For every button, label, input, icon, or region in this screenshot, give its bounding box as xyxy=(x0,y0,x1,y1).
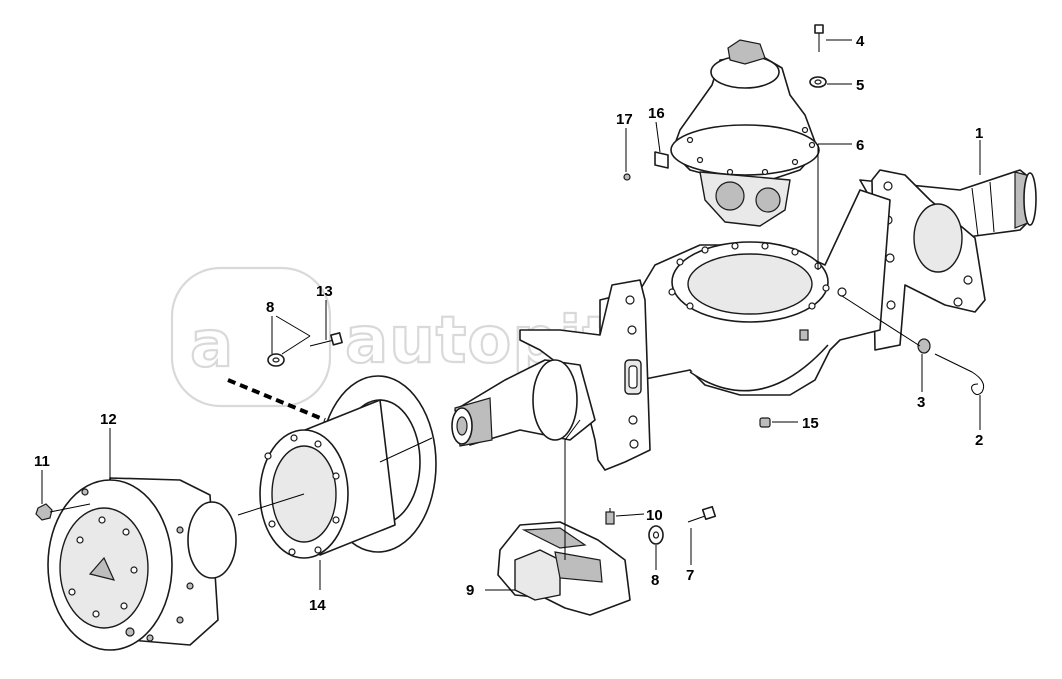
washer-5 xyxy=(809,76,827,88)
callout-7: 7 xyxy=(686,567,694,584)
bolt-7 xyxy=(687,505,717,523)
breather-hose-2 xyxy=(934,353,985,396)
callout-8-bottom: 8 xyxy=(651,572,659,589)
callout-10: 10 xyxy=(646,507,663,524)
washer-8-top xyxy=(267,353,285,367)
brake-caliper-9 xyxy=(497,521,631,616)
alignment-dashed-line xyxy=(227,378,326,422)
watermark-logo-glyph: a xyxy=(190,308,234,382)
callout-14: 14 xyxy=(309,597,326,614)
bleed-screw-10 xyxy=(605,508,615,525)
rivet-17 xyxy=(623,173,631,181)
callout-labels: 1 2 3 4 5 6 7 8 8 9 10 11 12 13 14 15 16… xyxy=(34,33,983,614)
bolt-13 xyxy=(309,332,343,347)
watermark-logo-box xyxy=(170,266,332,408)
plate-16 xyxy=(654,151,669,169)
callout-11: 11 xyxy=(34,453,50,470)
differential-carrier xyxy=(670,39,820,227)
wheel-hub-12 xyxy=(47,477,237,651)
bolt-4 xyxy=(814,24,824,52)
callout-17: 17 xyxy=(616,111,633,128)
callout-12: 12 xyxy=(100,411,117,428)
callout-3: 3 xyxy=(917,394,925,411)
nut-11 xyxy=(35,503,53,521)
callout-16: 16 xyxy=(648,105,665,122)
callout-15: 15 xyxy=(802,415,819,432)
callout-8-top: 8 xyxy=(266,299,274,316)
brake-disc-14 xyxy=(259,375,437,559)
leader-lines xyxy=(41,39,981,591)
plug-15 xyxy=(759,417,771,428)
callout-4: 4 xyxy=(856,33,865,50)
callout-5: 5 xyxy=(856,77,864,94)
flange-plate-left xyxy=(519,279,651,471)
callout-6: 6 xyxy=(856,137,864,154)
callout-2: 2 xyxy=(975,432,983,449)
nut-3 xyxy=(917,338,931,354)
washer-8-bottom xyxy=(648,525,664,545)
hub-logo xyxy=(88,556,116,581)
callout-1: 1 xyxy=(975,125,983,142)
callout-9: 9 xyxy=(466,582,474,599)
axle-spindle-left xyxy=(451,359,596,447)
callout-13: 13 xyxy=(316,283,333,300)
axle-housing xyxy=(599,189,891,401)
